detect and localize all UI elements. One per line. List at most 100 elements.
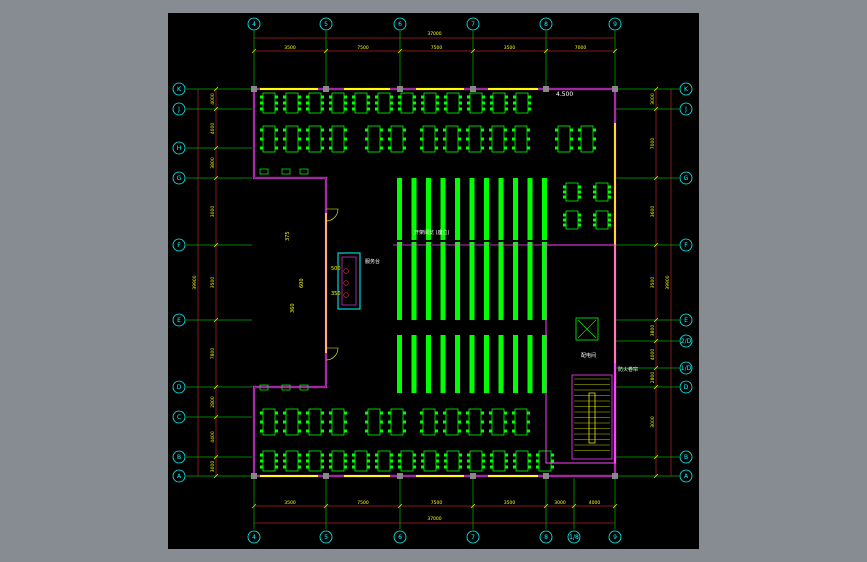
- axis-bubble-bottom-6-label: 9: [613, 534, 617, 541]
- table-top-b-3-chair-r1: [344, 137, 347, 141]
- book-stack-1-0: [397, 242, 402, 320]
- table-top-b-2-chair-r0: [321, 128, 324, 132]
- table-top-a-4-chair-l1: [352, 101, 355, 105]
- table-bot-b-2-chair-l1: [306, 459, 309, 463]
- table-top-b-0: [262, 125, 276, 153]
- table-bot-a-1: [285, 408, 299, 436]
- table-bot-b-4-chair-r0: [367, 453, 370, 457]
- table-east-3-chair-r0: [608, 213, 611, 217]
- axis-bubble-left-9-label: A: [177, 473, 182, 480]
- table-top-a-2-chair-r1: [321, 101, 324, 105]
- table-bot-a-4-chair-l2: [365, 429, 368, 433]
- table-bot-b-10-chair-r0: [505, 453, 508, 457]
- table-bot-a-8-chair-r2: [481, 429, 484, 433]
- top-dim-tick-3: [470, 48, 476, 54]
- right-dim-seg-1: 7000: [650, 138, 656, 150]
- axis-bubble-right-6-circle: [679, 361, 693, 375]
- table-top-a-2-chair-r0: [321, 95, 324, 99]
- table-top-a-6: [400, 92, 414, 114]
- table-top-b-11-chair-l0: [555, 128, 558, 132]
- left-dim-tick-8: [213, 454, 219, 460]
- axis-grid-lines: [186, 31, 679, 529]
- door-swing-1: [325, 347, 339, 361]
- table-bot-b-10-chair-r2: [505, 465, 508, 469]
- table-top-a-3-chair-r1: [344, 101, 347, 105]
- table-bot-b-0-chair-l0: [260, 453, 263, 457]
- axis-bubble-top-3-circle: [466, 17, 480, 31]
- table-top-a-6-chair-r1: [413, 101, 416, 105]
- axis-bubble-right-0-circle: [679, 82, 693, 96]
- table-bot-a-9-chair-l1: [489, 420, 492, 424]
- core-outline: [545, 244, 616, 464]
- table-top-b-4-chair-r0: [380, 128, 383, 132]
- table-east-2: [565, 210, 579, 230]
- table-top-a-5-chair-l2: [375, 107, 378, 111]
- elevator-cross: [577, 319, 597, 339]
- axis-bubble-top-5-label: 9: [613, 21, 617, 28]
- table-top-b-0-chair-l0: [260, 128, 263, 132]
- table-bot-b-8-chair-r2: [459, 465, 462, 469]
- left-dim-tick-4: [213, 242, 219, 248]
- table-top-a-11-chair-r1: [528, 101, 531, 105]
- table-bot-a-6: [422, 408, 436, 436]
- column-2-1: [397, 473, 403, 479]
- table-top-a-4: [354, 92, 368, 114]
- table-top-a-4-chair-l0: [352, 95, 355, 99]
- table-top-b-12-chair-l1: [578, 137, 581, 141]
- axis-bubble-left-3-circle: [172, 171, 186, 185]
- axis-bubble-right-3-circle: [679, 238, 693, 252]
- table-top-b-12-chair-l2: [578, 146, 581, 150]
- table-bot-b-12-chair-l1: [536, 459, 539, 463]
- book-stack-1-9: [527, 242, 533, 320]
- table-bot-a-9: [491, 408, 505, 436]
- axis-bubble-top-2-circle: [393, 17, 407, 31]
- table-top-b-11-chair-l1: [555, 137, 558, 141]
- core-room-label: 配电间: [581, 352, 596, 359]
- table-bot-a-3-chair-l1: [329, 420, 332, 424]
- book-stack-2-6: [484, 335, 489, 393]
- table-bot-a-6-chair-r0: [435, 411, 438, 415]
- table-top-b-5-chair-l1: [388, 137, 391, 141]
- table-bot-b-6-chair-r2: [413, 465, 416, 469]
- elevation-label: 4.500: [556, 91, 573, 98]
- table-bot-b-2-chair-l2: [306, 465, 309, 469]
- table-bot-b-4-chair-l0: [352, 453, 355, 457]
- table-top-b-6-chair-r0: [435, 128, 438, 132]
- table-top-b-9-chair-l0: [489, 128, 492, 132]
- table-bot-b-2-chair-r1: [321, 459, 324, 463]
- table-top-a-2: [308, 92, 322, 114]
- book-stack-0-5: [469, 178, 475, 240]
- table-east-2-chair-l2: [563, 223, 566, 227]
- table-top-a-0-chair-r2: [275, 107, 278, 111]
- table-bot-a-8-chair-l2: [466, 429, 469, 433]
- axis-bubble-left-6-label: D: [177, 384, 182, 391]
- axis-bubble-left-4-circle: [172, 238, 186, 252]
- book-stack-2-0: [397, 335, 402, 393]
- book-stack-0-7: [498, 178, 504, 240]
- top-dim-seg-4: 7000: [575, 45, 587, 51]
- axis-bubble-right-1-circle: [679, 102, 693, 116]
- axis-bubble-right-2-label: G: [684, 175, 689, 182]
- table-top-a-9: [469, 92, 483, 114]
- table-bot-b-6-chair-l2: [398, 465, 401, 469]
- axis-bubble-top-4-circle: [539, 17, 553, 31]
- table-top-b-9-chair-r2: [504, 146, 507, 150]
- table-top-a-4-chair-r0: [367, 95, 370, 99]
- axis-bubble-bottom-5-circle: [567, 530, 581, 544]
- table-bot-a-10-chair-l1: [512, 420, 515, 424]
- top-dim-seg-3: 3500: [504, 45, 516, 51]
- table-bot-a-2-chair-r2: [321, 429, 324, 433]
- table-bot-b-11-chair-l1: [513, 459, 516, 463]
- table-top-a-4-chair-r2: [367, 107, 370, 111]
- table-bot-b-12: [538, 450, 552, 472]
- axis-bubble-bottom-3-label: 7: [471, 534, 475, 541]
- left-dim-seg-7: 4400: [210, 431, 216, 443]
- table-bot-b-7-chair-l0: [421, 453, 424, 457]
- table-bot-b-10-chair-l1: [490, 459, 493, 463]
- table-bot-a-10-chair-r1: [527, 420, 530, 424]
- table-top-a-3-chair-l2: [329, 107, 332, 111]
- book-stack-1-10: [542, 242, 547, 320]
- table-bot-b-3-chair-r1: [344, 459, 347, 463]
- book-stack-1-2: [426, 242, 431, 320]
- right-dim-seg-4: 3800: [650, 325, 656, 337]
